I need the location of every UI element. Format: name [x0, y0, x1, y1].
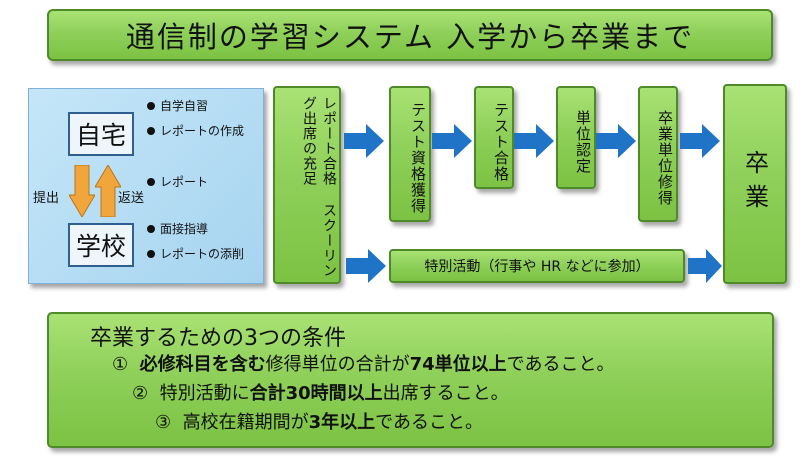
graduation-conditions-box: 卒業するための3つの条件 ① 必修科目を含む修得単位の合計が74単位以上であるこ…: [47, 312, 774, 448]
special-activities-box: 特別活動（行事や HR などに参加）: [389, 249, 685, 283]
graduation-box: 卒業: [723, 84, 787, 284]
condition-item: ② 特別活動に合計30時間以上出席すること。: [132, 379, 509, 405]
flow-arrow: [344, 124, 384, 158]
submit-label: 提出: [33, 191, 60, 206]
condition-text: 74単位以上: [409, 354, 507, 375]
return-label: 返送: [118, 191, 145, 206]
school-box: 学校: [68, 223, 134, 267]
submit-down-arrow: [69, 165, 95, 217]
condition-text: であること。: [375, 412, 483, 433]
page-title: 通信制の学習システム 入学から卒業まで: [47, 9, 773, 61]
school-bullet-text: 面接指導: [160, 222, 209, 236]
condition-text: 合計30時間以上: [249, 383, 383, 404]
home-bullet: レポートの作成: [147, 122, 244, 139]
condition-text: 必修科目を含む: [139, 354, 266, 375]
condition-text: 3年以上: [308, 412, 376, 433]
condition-number: ②: [132, 383, 149, 404]
condition-number: ③: [155, 412, 172, 433]
school-bullet: レポートの添削: [147, 245, 244, 262]
condition-text: 出席すること。: [382, 383, 509, 404]
study-cycle-panel: 自宅 学校 自学自習 レポートの作成 レポート 面接指導 レポートの添削 提出 …: [28, 88, 264, 284]
home-bullet-text: レポートの作成: [160, 124, 245, 138]
condition-text: 高校在籍期間が: [182, 412, 309, 433]
school-bullet-text: レポートの添削: [160, 247, 245, 261]
report-bullet-text: レポート: [160, 175, 209, 189]
condition-text: 修得単位の合計が: [265, 354, 410, 375]
step-test-pass: テスト合格: [474, 86, 514, 189]
flow-arrow: [346, 249, 386, 283]
step-credit-approval: 単位認定: [556, 86, 596, 189]
condition-text: 特別活動に: [159, 383, 250, 404]
report-bullet: レポート: [147, 173, 208, 190]
step-report-schooling: レポート合格 スクーリング出席の充足: [273, 86, 341, 284]
condition-item: ③ 高校在籍期間が3年以上であること。: [155, 408, 483, 434]
condition-item: ① 必修科目を含む修得単位の合計が74単位以上であること。: [112, 350, 614, 376]
return-up-arrow: [95, 165, 121, 217]
flow-arrow: [680, 124, 720, 158]
step-test-eligibility: テスト資格獲得: [389, 86, 431, 222]
home-box: 自宅: [68, 112, 134, 156]
conditions-title: 卒業するための3つの条件: [90, 326, 346, 351]
home-bullet-text: 自学自習: [160, 99, 209, 113]
flow-arrow: [432, 124, 472, 158]
home-bullet: 自学自習: [147, 97, 208, 114]
step-graduation-credits: 卒業単位修得: [638, 86, 678, 222]
condition-text: であること。: [506, 354, 615, 375]
condition-number: ①: [112, 354, 129, 375]
flow-arrow: [688, 249, 722, 283]
flow-arrow: [514, 124, 554, 158]
school-bullet: 面接指導: [147, 220, 208, 237]
flow-arrow: [596, 124, 636, 158]
